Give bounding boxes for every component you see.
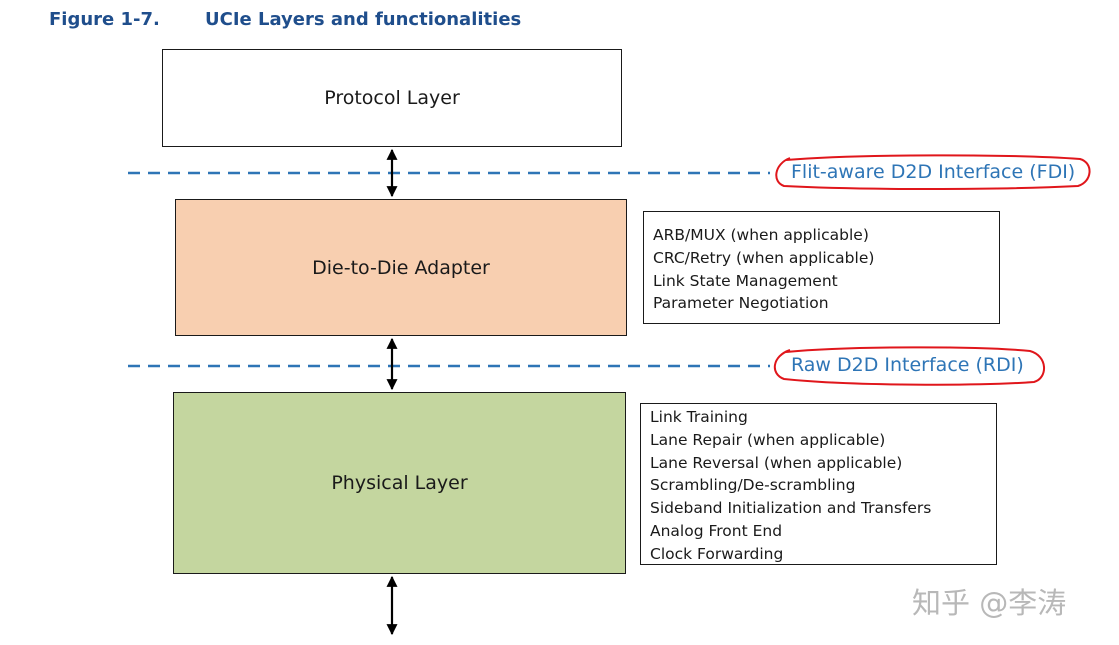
list-item: Sideband Initialization and Transfers [650,499,932,518]
list-item: Scrambling/De-scrambling [650,476,856,495]
adapter-functions-list: ARB/MUX (when applicable) CRC/Retry (whe… [643,211,1000,324]
fdi-annotation-circle [775,154,1091,190]
figure-title: UCIe Layers and functionalities [205,9,522,30]
list-item: Lane Reversal (when applicable) [650,453,903,472]
list-item: Analog Front End [650,521,783,540]
list-item: Link State Management [653,271,838,290]
list-item: ARB/MUX (when applicable) [653,226,869,244]
list-item: Parameter Negotiation [653,294,829,313]
watermark: 知乎 @李涛 [912,586,1067,620]
fdi-label: Flit-aware D2D Interface (FDI) [791,161,1076,183]
list-item: Lane Repair (when applicable) [650,430,886,449]
list-item: CRC/Retry (when applicable) [653,248,875,267]
protocol-layer-label: Protocol Layer [324,87,460,109]
physical-layer-box: Physical Layer [173,392,626,574]
physical-layer-label: Physical Layer [331,472,468,494]
figure-number: Figure 1-7. [49,9,160,30]
rdi-label: Raw D2D Interface (RDI) [791,354,1024,376]
rdi-annotation-circle [774,346,1045,386]
protocol-layer-box: Protocol Layer [162,49,622,147]
adapter-label: Die-to-Die Adapter [312,256,490,279]
figure-caption: Figure 1-7. UCIe Layers and functionaliti… [49,9,521,30]
list-item: Clock Forwarding [650,544,784,563]
physical-functions-list: Link Training Lane Repair (when applicab… [640,403,997,565]
die-to-die-adapter-box: Die-to-Die Adapter [175,199,627,336]
list-item: Link Training [650,408,748,426]
